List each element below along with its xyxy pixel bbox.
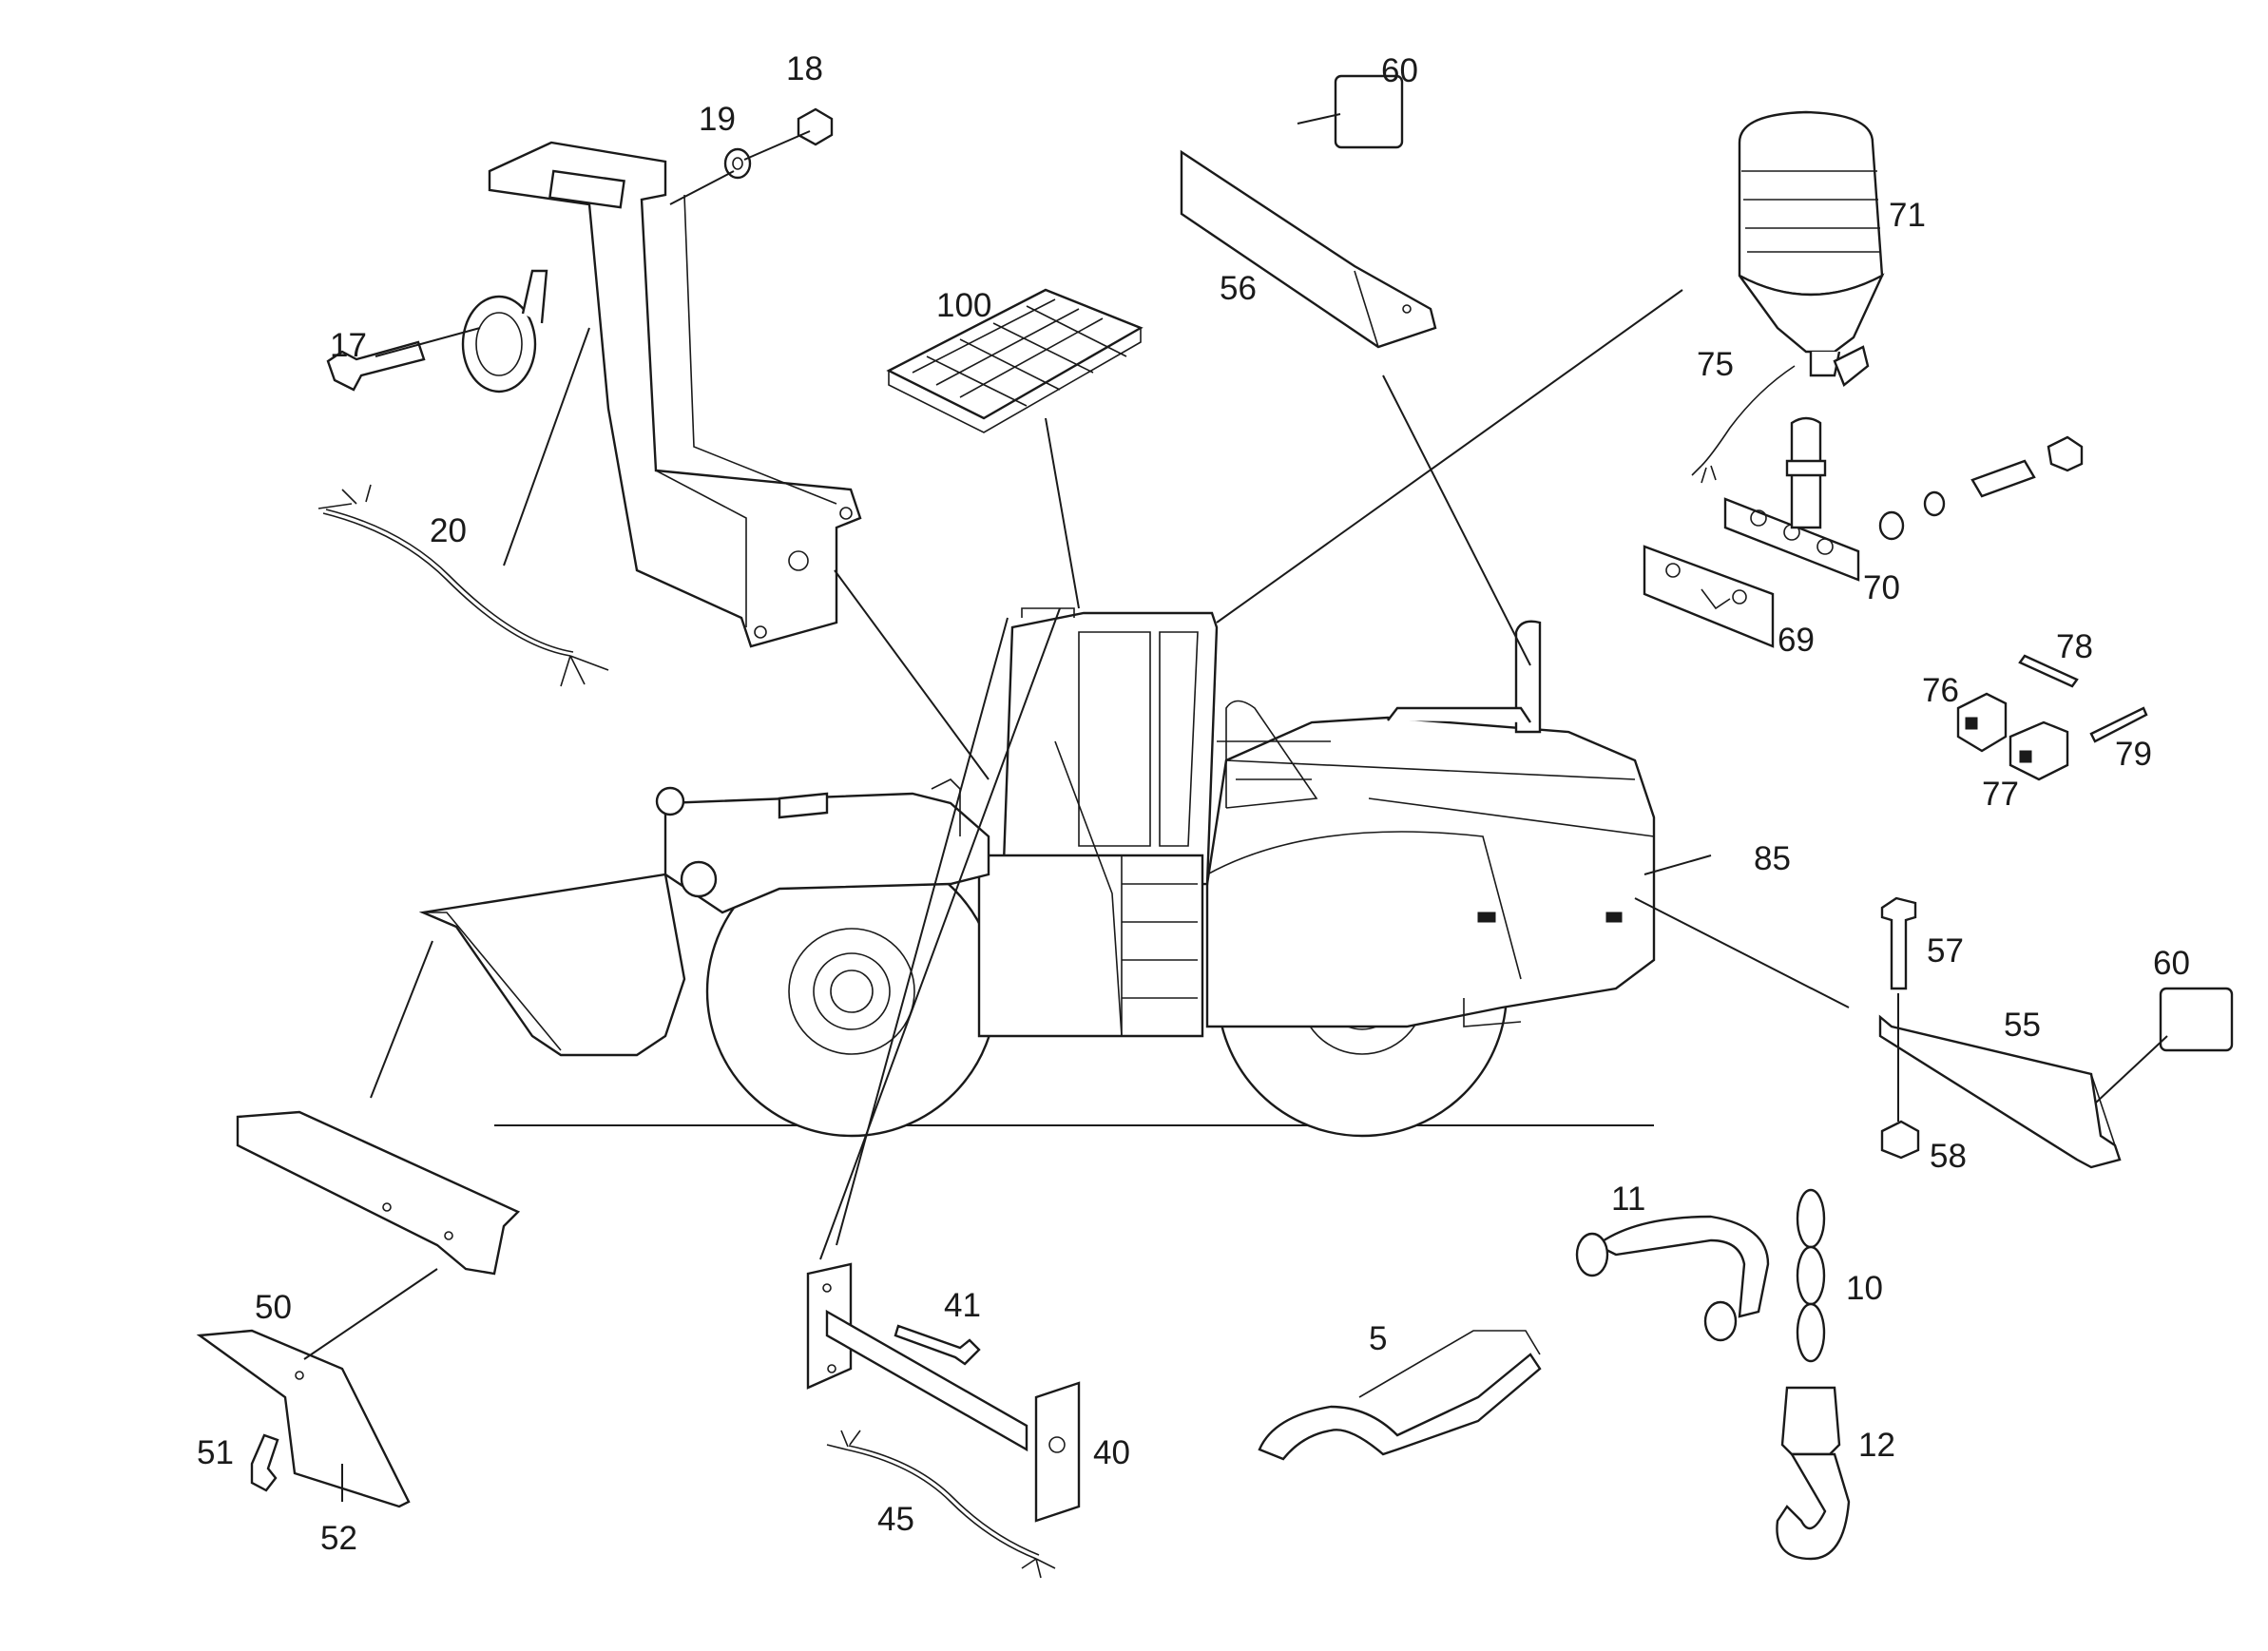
label-57: 57 (1927, 932, 1964, 969)
label-19: 19 (699, 101, 736, 138)
label-5: 5 (1369, 1320, 1387, 1357)
label-52: 52 (320, 1520, 357, 1557)
label-60-top: 60 (1381, 52, 1418, 89)
mount-70 (1723, 416, 1860, 582)
label-69: 69 (1778, 622, 1815, 659)
pin-78 (2018, 654, 2079, 688)
label-41: 41 (944, 1287, 981, 1324)
pin-79 (2089, 706, 2148, 743)
label-45: 45 (877, 1501, 914, 1538)
label-60-bottom: 60 (2153, 945, 2190, 982)
label-11: 11 (1611, 1181, 1645, 1218)
fasteners-70 (1878, 435, 2084, 541)
label-50: 50 (255, 1289, 292, 1326)
bolt-17 (326, 340, 426, 392)
nut-18 (797, 107, 834, 146)
work-light-bracket (488, 141, 862, 648)
plate-69 (1643, 545, 1775, 648)
reflector-60-bottom (2159, 987, 2234, 1052)
leader-lines (303, 113, 2168, 1502)
part-number-labels: 5 10 11 12 17 18 19 20 40 41 45 50 51 52… (197, 50, 2190, 1557)
label-85: 85 (1754, 840, 1791, 877)
label-56: 56 (1220, 270, 1257, 307)
wheel-loader (418, 607, 1656, 1138)
bolt-57 (1880, 896, 1917, 990)
plate-upper (236, 1110, 521, 1276)
label-10: 10 (1846, 1270, 1883, 1307)
label-79: 79 (2115, 736, 2152, 773)
label-18: 18 (786, 50, 823, 87)
beacon-71 (1738, 110, 1885, 387)
fender-5 (1258, 1330, 1542, 1461)
engine-hood (1205, 716, 1656, 1028)
plate-55 (1878, 1014, 2122, 1169)
horn (461, 269, 548, 394)
harness-20 (317, 484, 609, 687)
label-70: 70 (1863, 569, 1900, 606)
harness-45 (826, 1430, 1056, 1579)
keypad-100 (886, 288, 1144, 433)
chassis (977, 854, 1204, 1038)
label-40: 40 (1093, 1434, 1130, 1471)
nut-58 (1880, 1120, 1920, 1160)
plate-52 (196, 1329, 411, 1508)
label-75: 75 (1697, 346, 1734, 383)
bucket (418, 873, 686, 1057)
reflector-60-top (1334, 74, 1404, 149)
label-77: 77 (1982, 776, 2019, 813)
connector-76 (1956, 692, 2008, 753)
label-76: 76 (1922, 672, 1959, 709)
label-78: 78 (2056, 628, 2093, 665)
support-40 (806, 1262, 1081, 1523)
plate-56 (1180, 149, 1437, 349)
label-12: 12 (1858, 1427, 1895, 1464)
cab (1001, 611, 1219, 891)
label-58: 58 (1930, 1138, 1967, 1175)
label-17: 17 (330, 327, 367, 364)
screw-51 (250, 1433, 279, 1492)
screw-41 (894, 1324, 981, 1366)
label-51: 51 (197, 1434, 234, 1471)
connector-77 (2009, 720, 2069, 781)
shackle-11 (1575, 1215, 1770, 1342)
label-20: 20 (430, 512, 467, 549)
hook-12 (1776, 1386, 1851, 1561)
label-55: 55 (2004, 1007, 2041, 1044)
cable-75 (1691, 365, 1796, 484)
label-100: 100 (936, 287, 991, 324)
label-71: 71 (1889, 197, 1926, 234)
washer-19 (723, 147, 752, 180)
chain-10 (1796, 1188, 1826, 1363)
